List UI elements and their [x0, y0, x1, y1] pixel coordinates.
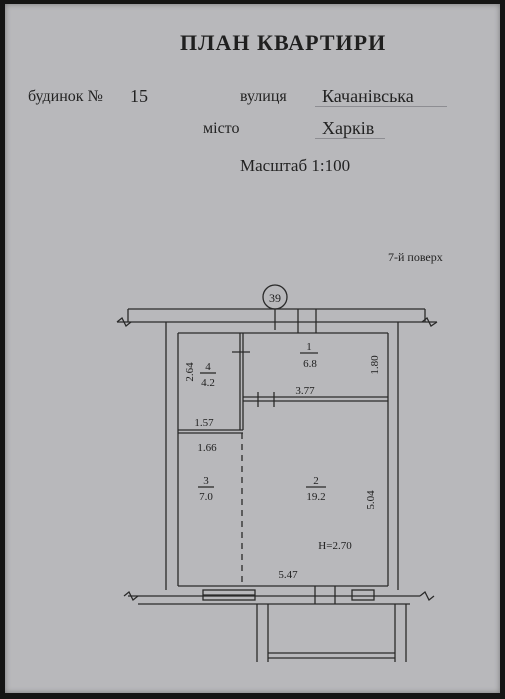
break-mark: [419, 590, 435, 602]
document-sheet: [5, 4, 500, 693]
dimension-label: 2.64: [184, 362, 196, 382]
dimension-label: 1.80: [369, 355, 381, 375]
break-mark: [116, 316, 132, 328]
room-area: 4.2: [201, 377, 215, 389]
room-number: 2: [313, 475, 319, 487]
bottom-window: [351, 589, 375, 601]
dimension-label: 5.47: [278, 569, 298, 581]
dimension-label: 3.77: [295, 385, 315, 397]
city-underline: [315, 138, 385, 139]
page-title: ПЛАН КВАРТИРИ: [180, 30, 387, 55]
room-number: 1: [306, 341, 312, 353]
street-underline: [315, 106, 447, 107]
room-number: 3: [203, 475, 209, 487]
dimension-label: 5.04: [365, 490, 377, 510]
axis-label: 39: [269, 291, 281, 305]
ceiling-height-label: H=2.70: [318, 540, 352, 552]
room-number: 4: [205, 361, 211, 373]
room-area: 6.8: [303, 358, 317, 370]
floor-label: 7-й поверх: [388, 250, 443, 264]
scale-label: Масштаб 1:100: [240, 156, 351, 175]
city-label: місто: [203, 120, 240, 137]
dimension-label: 1.66: [197, 442, 217, 454]
break-mark: [421, 316, 438, 327]
street-value: Качанівська: [322, 86, 414, 106]
house-number: 15: [130, 86, 148, 106]
room-area: 19.2: [306, 491, 325, 503]
dimension-label: 1.57: [194, 417, 214, 429]
house-label: будинок №: [28, 88, 103, 105]
city-value: Харків: [322, 118, 375, 138]
street-label: вулиця: [240, 88, 287, 105]
room-area: 7.0: [199, 491, 213, 503]
